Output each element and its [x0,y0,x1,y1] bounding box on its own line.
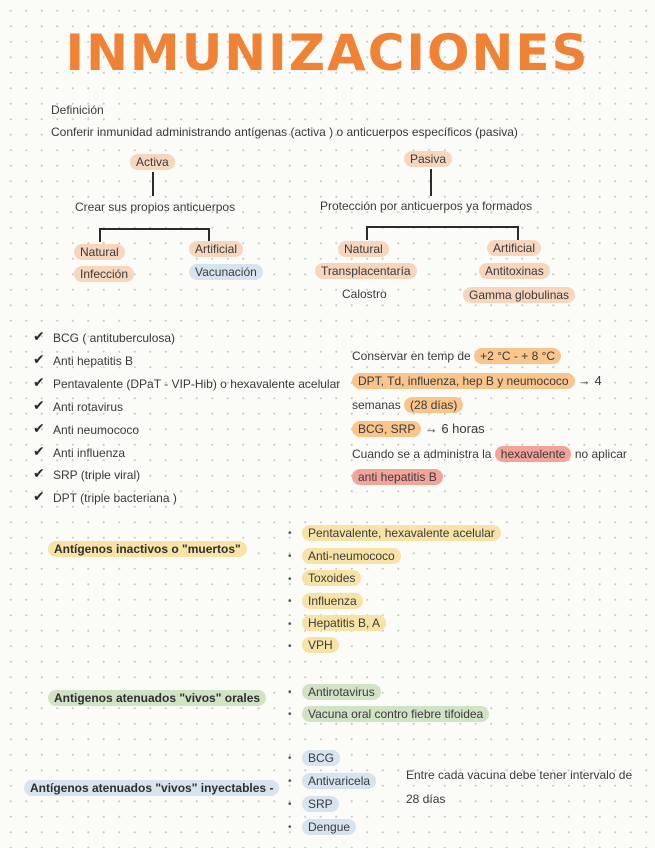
active-label: Activa [130,154,175,170]
oral-antigens-label: Antigenos atenuados "vivos" orales [48,690,267,706]
check-icon: ✔ [33,398,45,414]
checklist-item: Anti rotavirus [53,400,124,414]
active-natural-sub: Infección [74,266,135,282]
conservation-28-days: (28 días) [404,397,464,413]
inactive-item: Influenza [302,593,363,609]
active-connector [152,172,154,196]
active-artificial-label: Artificial [189,241,244,257]
check-icon: ✔ [33,466,45,482]
active-natural-label: Natural [74,244,125,260]
inactive-item: Pentavalente, hexavalente acelular [302,525,501,541]
bullet-icon: • [288,687,292,698]
check-icon: ✔ [33,489,45,505]
conservation-weeks: semanas [352,398,401,412]
injectable-item: SRP [302,796,339,812]
oral-item: Vacuna oral contro fiebre tifoidea [302,706,490,722]
check-icon: ✔ [33,329,45,345]
interval-note-line2: 28 días [406,792,446,806]
checklist-item: Anti hepatitis B [53,354,134,368]
injectable-item: Antivaricela [302,773,377,789]
active-artificial-sub: Vacunación [189,264,263,280]
bullet-icon: • [288,596,292,607]
conservation-temp: +2 °C - + 8 °C [474,348,562,364]
injectable-item: Dengue [302,819,357,835]
inactive-item: VPH [302,637,339,653]
passive-artificial-sub1: Antitoxinas [479,263,550,279]
check-icon: ✔ [33,421,45,437]
check-icon: ✔ [33,352,45,368]
oral-item: Antirotavirus [302,684,381,700]
active-branch-bar [99,228,209,230]
inactive-item: Toxoides [302,570,362,586]
checklist-item: Anti influenza [53,446,126,460]
inactive-item: Hepatitis B, A [302,615,387,631]
bullet-icon: • [288,799,292,810]
page-title: INMUNIZACIONES [65,24,590,82]
definition-label: Definición [51,103,104,117]
bullet-icon: • [288,574,292,585]
bullet-icon: • [288,776,292,787]
active-description: Crear sus propios anticuerpos [75,200,236,214]
passive-natural-label: Natural [338,241,389,257]
passive-label: Pasiva [404,151,453,167]
hexavalent-highlight: hexavalente [494,446,572,462]
passive-artificial-label: Artificial [487,240,542,256]
passive-artificial-sub2: Gamma globulinas [463,287,576,303]
checklist-item: Pentavalente (DPaT - VIP-Hib) o hexavale… [53,377,341,391]
interval-note-line1: Entre cada vacuna debe tener intervalo d… [406,768,633,782]
bullet-icon: • [288,753,292,764]
conservation-prefix: Conservar en temp de [352,349,471,363]
conservation-6-hours: → 6 horas [424,421,485,436]
conservation-6-hours-vaccines: BCG, SRP [352,421,422,437]
bullet-icon: • [288,709,292,720]
check-icon: ✔ [33,375,45,391]
bullet-icon: • [288,551,292,562]
definition-text: Conferir inmunidad administrando antígen… [51,125,518,139]
bullet-icon: • [288,619,292,630]
active-branch-left [99,228,101,242]
passive-connector [430,169,432,196]
check-icon: ✔ [33,444,45,460]
conservation-4-weeks-vaccines: DPT, Td, influenza, hep B y neumococo [352,373,575,389]
checklist-item: BCG ( antituberculosa) [53,331,176,345]
checklist-item: DPT (triple bacteriana ) [53,491,177,505]
passive-branch-left [366,226,368,240]
passive-natural-sub2: Calostro [342,287,387,301]
passive-natural-sub1: Transplacentaría [315,263,417,279]
active-branch-right [208,228,210,242]
passive-branch-bar [366,226,518,228]
conservation-arrow-4: → 4 [577,373,602,388]
inactive-item: Anti-neumococo [302,548,401,564]
bullet-icon: • [288,641,292,652]
passive-description: Protección por anticuerpos ya formados [320,199,533,213]
hexavalent-note-prefix: Cuando se a administra la [352,447,492,461]
hexavalent-no-hepb: anti hepatitis B [352,469,443,485]
hexavalent-note-rest: no aplicar [574,447,627,461]
injectable-antigens-label: Antígenos atenuados "vivos" inyectables … [24,780,280,796]
inactive-antigens-label: Antígenos inactivos o "muertos" [48,541,247,557]
bullet-icon: • [288,822,292,833]
injectable-item: BCG [302,750,341,766]
checklist-item: SRP (triple viral) [53,468,141,482]
passive-branch-right [517,226,519,240]
checklist-item: Anti neumococo [53,423,140,437]
bullet-icon: • [288,528,292,539]
